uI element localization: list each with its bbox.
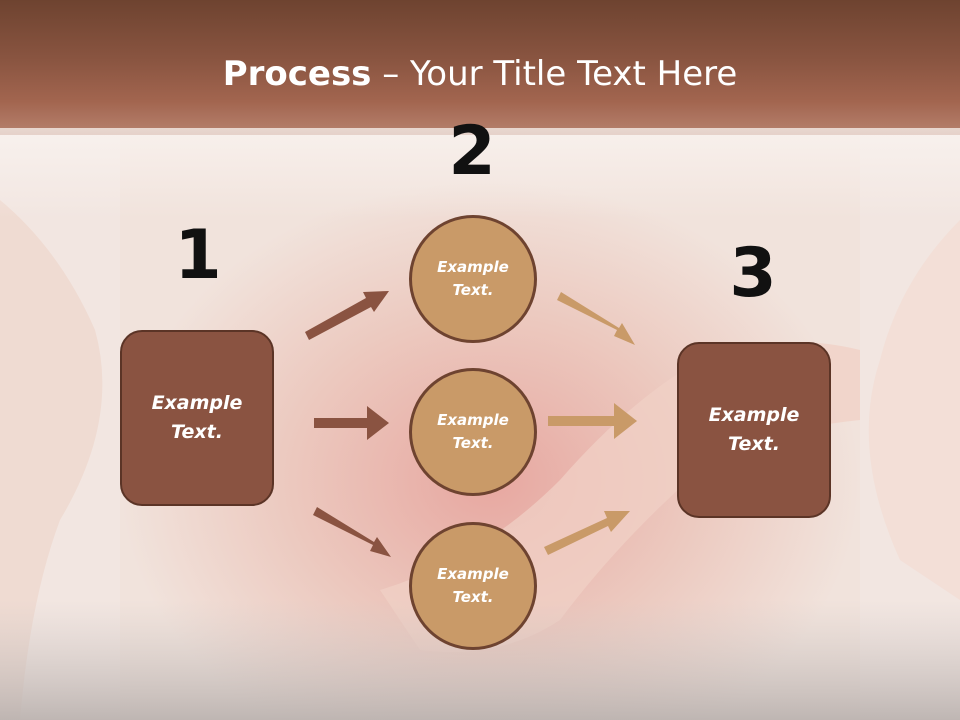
header-fade [0, 128, 960, 218]
step-2-label-middle: Example Text. [437, 411, 509, 452]
step-1-box: Example Text. [120, 330, 274, 506]
step-1-label: Example Text. [151, 392, 243, 443]
step-number-3: 3 [729, 234, 777, 313]
header-band [0, 0, 960, 135]
step-3-box: Example Text. [677, 342, 831, 518]
step-number-1: 1 [174, 216, 222, 295]
step-2-circle-bottom: Example Text. [409, 522, 537, 650]
slide-title: Process – Your Title Text Here [0, 52, 960, 96]
step-2-label-top: Example Text. [437, 258, 509, 299]
arrow-1-to-middle [314, 406, 389, 440]
title-rest: – Your Title Text Here [371, 54, 738, 94]
step-number-2: 2 [448, 112, 496, 191]
step-2-circle-top: Example Text. [409, 215, 537, 343]
title-bold: Process [222, 54, 372, 94]
arrow-middle-to-3 [548, 403, 637, 439]
arrow-1-to-top [305, 291, 389, 340]
step-3-label: Example Text. [708, 404, 800, 455]
arrow-1-to-bottom [313, 507, 391, 557]
arrow-bottom-to-3 [544, 511, 630, 555]
step-2-circle-middle: Example Text. [409, 368, 537, 496]
arrow-top-to-3 [557, 292, 635, 345]
step-2-label-bottom: Example Text. [437, 565, 509, 606]
